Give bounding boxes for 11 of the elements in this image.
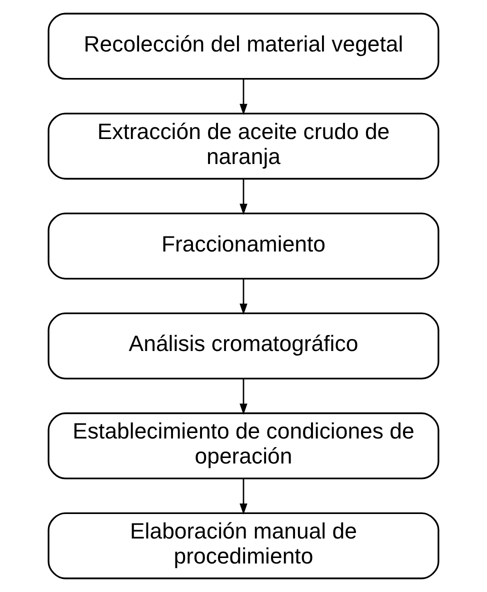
node-box: Elaboración manual de procedimiento	[48, 512, 440, 580]
arrow	[240, 78, 248, 115]
arrow	[240, 378, 248, 415]
node-box: Recolección del material vegetal	[48, 12, 440, 80]
node-box: Fraccionamiento	[48, 212, 440, 280]
node-box: Análisis cromatográfico	[48, 312, 440, 380]
arrow	[240, 178, 248, 215]
arrow	[240, 278, 248, 315]
node-box: Extracción de aceite crudo de naranja	[48, 112, 440, 180]
node-box: Establecimiento de condiciones de operación	[48, 412, 440, 480]
arrow	[240, 478, 248, 515]
